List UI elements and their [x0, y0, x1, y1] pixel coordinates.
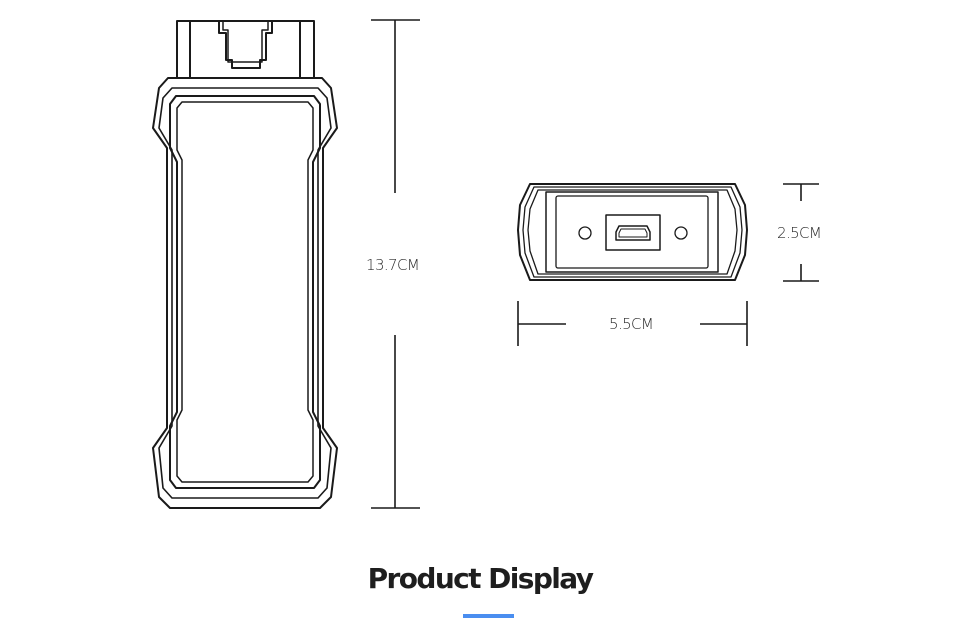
obd-connector	[176, 20, 315, 79]
height-dimension-front	[371, 19, 420, 509]
width-label-end: 5.5CM	[609, 315, 654, 333]
screw-hole-left-icon	[578, 226, 592, 240]
usb-port-icon	[615, 225, 651, 241]
height-dimension-end	[783, 183, 819, 282]
title-accent-bar	[463, 614, 514, 618]
device-body	[152, 77, 338, 509]
end-view-connector	[517, 183, 748, 281]
section-title: Product Display	[367, 562, 594, 595]
height-label-front: 13.7CM	[366, 256, 420, 274]
screw-hole-right-icon	[674, 226, 688, 240]
width-dimension-end	[517, 301, 748, 346]
height-label-end: 2.5CM	[777, 224, 822, 242]
